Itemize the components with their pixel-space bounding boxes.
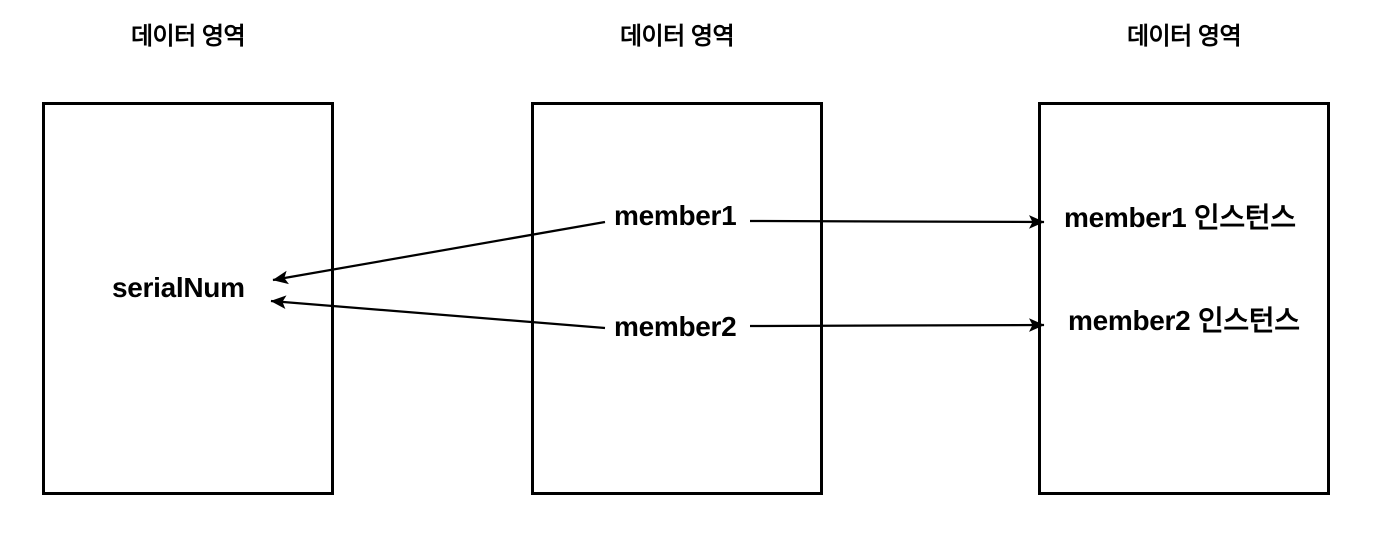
data-area-title-right: 데이터 영역 (1126, 23, 1242, 50)
node-serialnum: serialNum (112, 272, 245, 303)
data-area-title-middle: 데이터 영역 (619, 23, 735, 50)
node-member1: member1 (614, 200, 737, 231)
data-area-title-left: 데이터 영역 (130, 23, 246, 50)
data-area-box-right (1038, 102, 1330, 495)
node-member2-instance: member2 인스턴스 (1068, 305, 1300, 336)
node-member1-instance: member1 인스턴스 (1064, 202, 1296, 233)
data-area-box-middle (531, 102, 823, 495)
node-member2: member2 (614, 311, 737, 342)
